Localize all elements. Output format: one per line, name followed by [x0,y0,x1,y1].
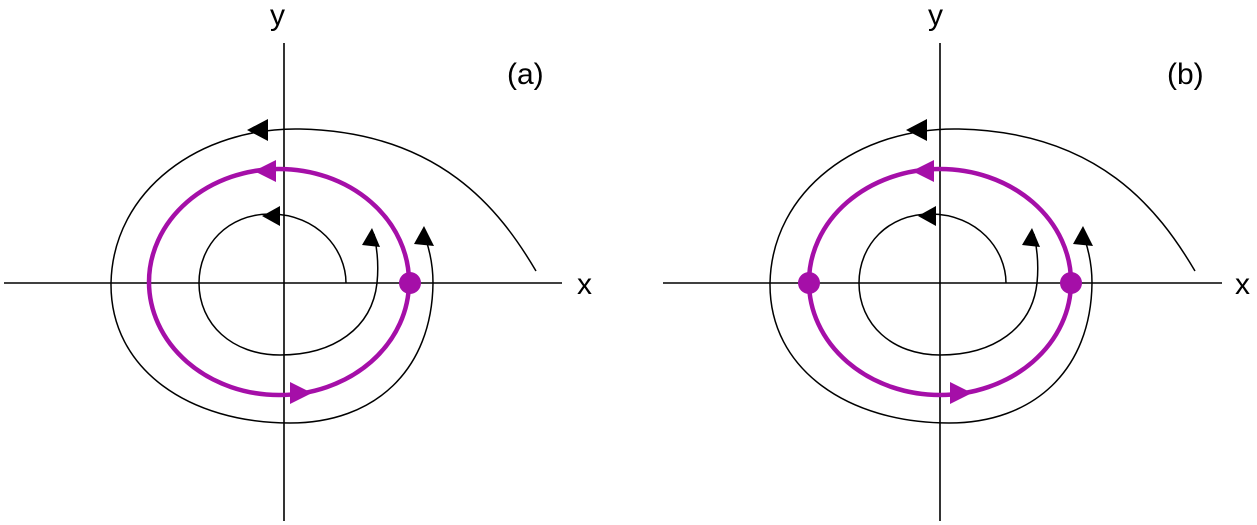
x-axis-label: x [577,268,592,301]
direction-arrow-icon [906,119,927,141]
outer-spiral-trajectory [769,128,1196,424]
limit-cycle-arrow-icon [254,160,276,182]
limit-cycle-arrow-icon [950,382,972,404]
direction-arrow-icon [414,226,434,246]
direction-arrow-icon [247,119,268,141]
direction-arrow-icon [262,206,280,226]
fixed-point-marker [399,272,421,294]
y-axis-label: y [270,0,285,32]
fixed-point-marker [798,272,820,294]
direction-arrow-icon [918,206,936,226]
y-axis-label: y [928,0,943,32]
outer-spiral-trajectory [110,128,537,424]
panel-label: (b) [1167,58,1204,91]
direction-arrow-icon [1022,228,1040,247]
panel-a: x y (a) [4,0,592,521]
limit-cycle-arrow-icon [290,382,312,404]
inner-spiral-trajectory [858,213,1039,356]
inner-spiral-trajectory [198,213,379,356]
direction-arrow-icon [1073,226,1093,246]
direction-arrow-icon [362,228,380,247]
panel-b: x y (b) [663,0,1250,521]
x-axis-label: x [1235,268,1250,301]
limit-cycle [146,166,412,398]
fixed-point-marker [1060,272,1082,294]
limit-cycle-arrow-icon [912,160,934,182]
panel-label: (a) [507,58,544,91]
